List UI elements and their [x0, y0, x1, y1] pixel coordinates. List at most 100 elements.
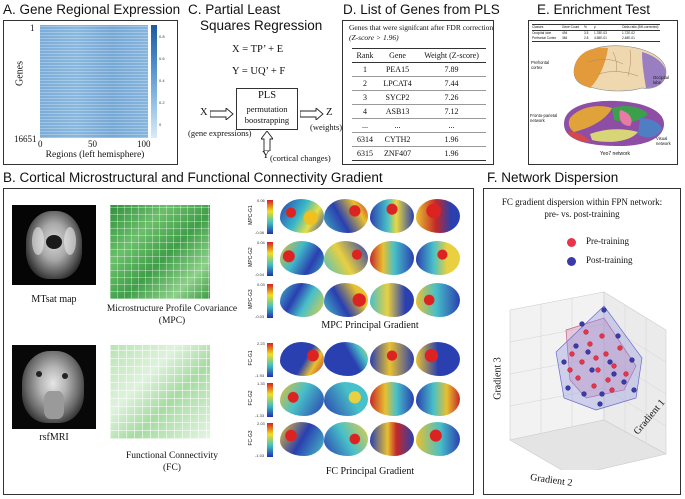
mpc-g2-colorbar: [267, 242, 273, 276]
fc-g3-brain: [370, 422, 414, 456]
table-row: Prefrontal Cortex 384 2.8 4.58E-01 2.48E…: [532, 36, 660, 41]
panel-a-y-bottom: 16651: [14, 134, 37, 144]
mpc-label-2: (MPC): [158, 316, 186, 326]
mpc-g1-brain: [280, 199, 324, 233]
mpc-g3-brain: [370, 283, 414, 317]
legend-post-label: Post-training: [586, 255, 633, 265]
legend-pre-label: Pre-training: [586, 236, 629, 246]
fc-g3-label: FC-G3: [248, 430, 254, 446]
fc-g1-label: FC-G1: [248, 350, 254, 366]
mpc-g1-brain: [324, 199, 368, 233]
panel-a-cbar-tick: 0.8: [159, 34, 165, 39]
cell-gene: SYCP2: [377, 90, 418, 105]
mpc-g2-top: 0.04: [257, 240, 265, 245]
z-arrow: [300, 108, 324, 120]
panel-a-cbar-tick: 0.4: [159, 78, 165, 83]
fc-g2-top: 1.33: [257, 381, 265, 386]
enrichment-header: Classes: [532, 25, 544, 29]
panel-d-title: D. List of Genes from PLS: [343, 2, 500, 17]
enrichment-table-header: Classes Gene Count % p Odds ratio (BH-co…: [532, 25, 660, 31]
enrichment-header: Odds ratio (BH-corrected): [622, 25, 659, 29]
mpc-g2-brain: [280, 241, 324, 275]
fc-g1-bottom: -1.93: [255, 373, 265, 378]
enrichment-cell: 1.72E-02: [622, 31, 635, 35]
cell-gene: ...: [377, 118, 418, 133]
x-label: X: [200, 107, 208, 118]
y-label: Y: [262, 150, 270, 161]
panel-c-title-line1: C. Partial Least: [188, 2, 281, 17]
mpc-g3-colorbar: [267, 284, 273, 318]
gene-expression-heatmap: [40, 25, 148, 138]
panel-f-subtitle-1: FC gradient dispersion within FPN networ…: [501, 197, 663, 207]
panel-a-frame: [3, 20, 178, 165]
panel-a-xlabel: Regions (left hemisphere): [45, 150, 145, 160]
gene-table-header: Gene: [377, 48, 418, 63]
panel-a-xtick-100: 100: [137, 139, 151, 149]
enrichment-cell: 384: [562, 36, 568, 40]
enrichment-cell: 2.48E-01: [622, 36, 635, 40]
panel-d-caption-1: Genes that were signifcant after FDR cor…: [349, 23, 494, 32]
label-occipital: Occipital lobe: [653, 75, 670, 85]
lobe-brain-illustration: [573, 45, 667, 92]
enrichment-cell: 3.5: [584, 31, 589, 35]
panel-a-cbar-tick: 0.2: [159, 100, 165, 105]
panel-f-title: F. Network Dispersion: [487, 170, 619, 185]
legend-post-marker: [567, 257, 576, 266]
panel-b-title: B. Cortical Microstructural and Function…: [3, 170, 383, 185]
legend-pre-marker: [567, 238, 576, 247]
rsfmri-label: rsfMRI: [39, 432, 69, 443]
cell-weight: 7.44: [417, 76, 486, 91]
label-fpn: Fronto-parietal network: [530, 113, 558, 123]
fc-label-1: Functional Connectivity: [125, 451, 219, 461]
mpc-g2-bottom: -0.04: [255, 272, 265, 277]
panel-a-cbar-tick: 0.6: [159, 56, 165, 61]
fc-g2-bottom: -1.33: [255, 413, 265, 418]
fc-g1-colorbar: [267, 343, 273, 377]
cell-weight: 1.96: [417, 146, 486, 161]
cell-weight: 7.12: [417, 104, 486, 119]
mpc-g2-brain: [370, 241, 414, 275]
enrichment-header: p: [594, 25, 596, 29]
enrichment-header: %: [584, 25, 587, 29]
cell-rank: 3: [352, 90, 378, 105]
fc-g2-brain: [416, 382, 460, 416]
panel-e-title: E. Enrichment Test: [537, 2, 651, 17]
z-label: Z: [326, 107, 333, 118]
mpc-g1-brain: [370, 199, 414, 233]
mpc-g3-label: MPC-G3: [248, 289, 254, 309]
enrichment-cell: Occipital lobe: [532, 31, 552, 35]
fc-g1-brain: [280, 342, 324, 376]
mpc-g1-colorbar: [267, 200, 273, 234]
pls-box: [236, 88, 298, 130]
fc-matrix: [110, 345, 210, 439]
y-sublabel: (cortical changes): [270, 153, 331, 163]
z-sublabel: (weights): [310, 122, 343, 132]
enrichment-cell: Prefrontal Cortex: [532, 36, 557, 40]
fc-g1-brain: [324, 342, 368, 376]
mpc-g3-brain: [280, 283, 324, 317]
x-sublabel: (gene expressions): [188, 128, 252, 138]
mpc-g2-brain: [416, 241, 460, 275]
rsfmri-image: [12, 345, 96, 429]
fc-g1-brain: [416, 342, 460, 376]
mpc-g2-brain: [324, 241, 368, 275]
panel-d-caption-2: (Z-score > 1.96): [349, 33, 399, 42]
fc-g3-colorbar: [267, 423, 273, 457]
fc-g1-brain: [370, 342, 414, 376]
scatter-3d-plot: [509, 291, 667, 470]
panel-f-frame: [483, 188, 681, 495]
enrichment-cell: 494: [562, 31, 568, 35]
fc-g2-brain: [324, 382, 368, 416]
panel-a-title: A. Gene Regional Expression: [3, 2, 181, 17]
panel-a-xtick-0: 0: [38, 139, 43, 149]
mpc-g2-label: MPC-G2: [248, 247, 254, 267]
fc-g3-top: 2.03: [257, 421, 265, 426]
panel-a-xtick-50: 50: [88, 139, 97, 149]
cell-rank: 6315: [352, 146, 378, 161]
x-arrow: [210, 108, 234, 120]
mpc-g1-label: MPC-G1: [248, 205, 254, 225]
